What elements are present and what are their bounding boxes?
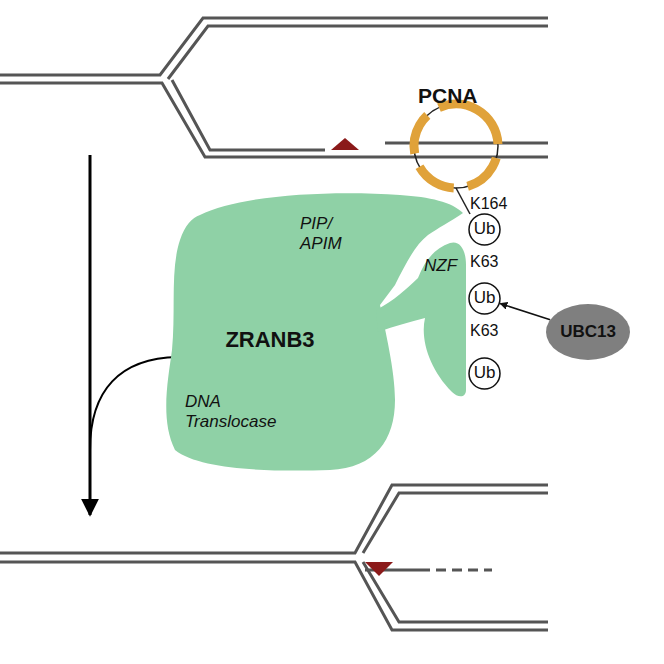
protein-name: ZRANB3 — [195, 327, 345, 353]
remodel-curve — [90, 357, 178, 450]
ubiquitin-circle: Ub — [468, 213, 501, 246]
ubiquitin-circle: Ub — [468, 282, 501, 315]
pcna-ring — [399, 89, 514, 214]
ubiquitin-label: Ub — [474, 219, 496, 239]
ubiquitin-label: Ub — [474, 363, 496, 383]
enzyme-ellipse: UBC13 — [546, 304, 630, 360]
ubiquitin-label: Ub — [474, 288, 496, 308]
zinc-finger-lobe: NZF — [370, 235, 474, 403]
lesion-triangle — [331, 138, 359, 150]
replication-fork-top — [0, 18, 548, 157]
domain-label: DNA Translocase — [185, 392, 295, 433]
lobe-outline — [370, 235, 474, 403]
protein-label: PCNA — [418, 84, 478, 108]
replication-fork-bottom — [0, 485, 548, 630]
lesion-triangle — [365, 562, 393, 576]
translocation-arrow — [89, 155, 92, 515]
enzyme-label: UBC13 — [560, 322, 616, 342]
domain-label: PIP/ APIM — [300, 214, 352, 255]
protein-shape: PIP/ APIM ZRANB3DNA Translocase NZF — [160, 170, 480, 480]
residue-label: K164 — [470, 195, 507, 213]
ubiquitin-circle: Ub — [468, 357, 501, 390]
residue-label: K63 — [470, 322, 498, 340]
residue-label: K63 — [470, 253, 498, 271]
ubiquitination-arrow — [500, 304, 550, 320]
nascent-strand-gap — [436, 569, 492, 572]
domain-label: NZF — [424, 256, 468, 276]
